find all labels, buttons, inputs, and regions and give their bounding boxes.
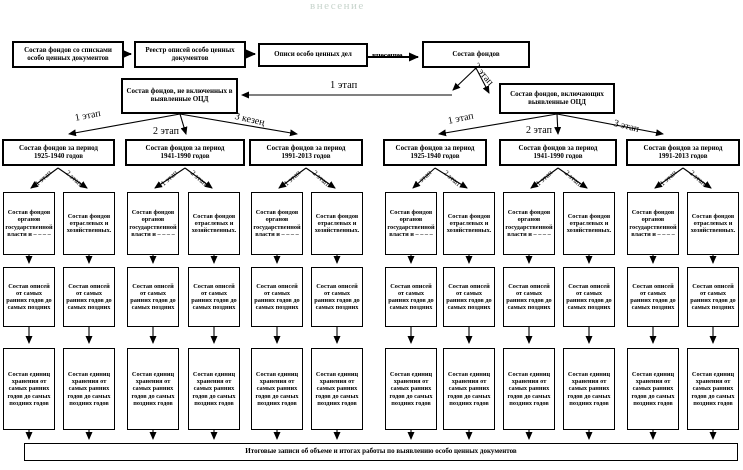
period-title: Состав фондов за период xyxy=(19,143,98,152)
box-storage-units-range: Состав единиц хранения от самых ранних г… xyxy=(687,348,739,430)
box-storage-units-range: Состав единиц хранения от самых ранних г… xyxy=(63,348,115,430)
period-years: 1925-1940 годов xyxy=(410,151,460,160)
period-title: Состав фондов за период xyxy=(643,143,723,152)
period-title: Состав фондов за период xyxy=(145,143,225,152)
box-gov-bodies: Состав фондов органов государственной вл… xyxy=(627,192,679,255)
box-storage-units-range: Состав единиц хранения от самых ранних г… xyxy=(503,348,555,430)
detail-column: Состав фондов органов государственной вл… xyxy=(251,192,303,430)
box-branch-economic: Состав фондов отраслевых и хозяйственных… xyxy=(443,192,495,255)
pair-stage-1-label: 1 этап xyxy=(281,168,303,188)
box-inventories-range: Состав описей от самых ранних годов до с… xyxy=(3,267,55,327)
detail-column: Состав фондов органов государственной вл… xyxy=(627,192,679,430)
stage-label-2-right-fan: 2 этап xyxy=(526,125,552,136)
box-storage-units-range: Состав единиц хранения от самых ранних г… xyxy=(311,348,363,430)
detail-column: Состав фондов отраслевых и хозяйственных… xyxy=(443,192,495,430)
period-box-1991-right: Состав фондов за период 1991-2013 годов xyxy=(626,139,740,166)
detail-column: Состав фондов органов государственной вл… xyxy=(3,192,55,430)
box-not-included-ocd: Состав фондов, не включенных в выявленны… xyxy=(121,78,238,114)
pair-stage-2-label: 2 этап xyxy=(441,168,463,188)
box-storage-units-range: Состав единиц хранения от самых ранних г… xyxy=(563,348,615,430)
box-inventories-range: Состав описей от самых ранних годов до с… xyxy=(311,267,363,327)
box-inventories-range: Состав описей от самых ранних годов до с… xyxy=(443,267,495,327)
period-title: Состав фондов за период xyxy=(395,143,475,152)
period-years: 1991-2013 годов xyxy=(281,151,331,160)
box-branch-economic: Состав фондов отраслевых и хозяйственных… xyxy=(311,192,363,255)
box-storage-units-range: Состав единиц хранения от самых ранних г… xyxy=(627,348,679,430)
stage-label-1-top: 1 этап xyxy=(330,80,358,91)
box-branch-economic: Состав фондов отраслевых и хозяйственных… xyxy=(188,192,240,255)
box-storage-units-range: Состав единиц хранения от самых ранних г… xyxy=(385,348,437,430)
period-years: 1941-1990 годов xyxy=(160,151,210,160)
period-box-1941-left: Состав фондов за период 1941-1990 годов xyxy=(125,139,245,166)
pair-stage-1-label: 1 этап xyxy=(32,168,54,188)
detail-column: Состав фондов отраслевых и хозяйственных… xyxy=(63,192,115,430)
period-years: 1941-1990 годов xyxy=(533,151,583,160)
pair-stage-1-label: 1 этап xyxy=(657,168,679,188)
insert-arrow-label: внесение xyxy=(372,51,403,60)
box-storage-units-range: Состав единиц хранения от самых ранних г… xyxy=(443,348,495,430)
pair-stage-2-label: 2 этап xyxy=(687,168,709,188)
detail-column: Состав фондов отраслевых и хозяйственных… xyxy=(687,192,739,430)
box-gov-bodies: Состав фондов органов государственной вл… xyxy=(503,192,555,255)
detail-column: Состав фондов органов государственной вл… xyxy=(127,192,179,430)
box-branch-economic: Состав фондов отраслевых и хозяйственных… xyxy=(563,192,615,255)
box-inventories-range: Состав описей от самых ранних годов до с… xyxy=(503,267,555,327)
period-box-1991-left: Состав фондов за период 1991-2013 годов xyxy=(249,139,363,166)
box-gov-bodies: Состав фондов органов государственной вл… xyxy=(3,192,55,255)
box-fond-lists: Состав фондов со списками особо ценных д… xyxy=(12,41,124,68)
box-inventories-range: Состав описей от самых ранних годов до с… xyxy=(188,267,240,327)
detail-column: Состав фондов отраслевых и хозяйственных… xyxy=(188,192,240,430)
stage-label-3-right-fan: 3 этап xyxy=(612,118,641,135)
box-register: Реестр описей особо ценных документов xyxy=(134,41,246,68)
box-inventories-range: Состав описей от самых ранних годов до с… xyxy=(385,267,437,327)
box-gov-bodies: Состав фондов органов государственной вл… xyxy=(385,192,437,255)
box-inventories-range: Состав описей от самых ранних годов до с… xyxy=(687,267,739,327)
detail-column: Состав фондов органов государственной вл… xyxy=(385,192,437,430)
period-box-1925-left: Состав фондов за период 1925-1940 годов xyxy=(2,139,115,166)
box-inventories: Описи особо ценных дел xyxy=(258,43,368,67)
pair-stage-2-label: 2 этап xyxy=(63,168,85,188)
pair-stage-1-label: 1 этап xyxy=(158,168,180,188)
pair-stage-2-label: 2 этап xyxy=(562,168,584,188)
box-storage-units-range: Состав единиц хранения от самых ранних г… xyxy=(251,348,303,430)
pair-stage-1-label: 1 этап xyxy=(533,168,555,188)
box-inventories-range: Состав описей от самых ранних годов до с… xyxy=(127,267,179,327)
box-fonds: Состав фондов xyxy=(422,41,530,68)
box-gov-bodies: Состав фондов органов государственной вл… xyxy=(251,192,303,255)
period-title: Состав фондов за период xyxy=(266,143,346,152)
box-inventories-range: Состав описей от самых ранних годов до с… xyxy=(627,267,679,327)
box-storage-units-range: Состав единиц хранения от самых ранних г… xyxy=(127,348,179,430)
detail-column: Состав фондов органов государственной вл… xyxy=(503,192,555,430)
period-years: 1925-1940 годов xyxy=(33,151,84,160)
stage-label-1-right-fan: 1 этап xyxy=(447,110,475,127)
period-box-1941-right: Состав фондов за период 1941-1990 годов xyxy=(499,139,617,166)
box-inventories-range: Состав описей от самых ранних годов до с… xyxy=(563,267,615,327)
detail-column: Состав фондов отраслевых и хозяйственных… xyxy=(563,192,615,430)
watermark-text: внесение xyxy=(310,0,365,12)
pair-stage-2-label: 2 этап xyxy=(188,168,210,188)
pair-stage-2-label: 2 этап xyxy=(310,168,332,188)
stage-label-3-kezen-left-fan: 3 кезең xyxy=(233,111,266,129)
box-branch-economic: Состав фондов отраслевых и хозяйственных… xyxy=(63,192,115,255)
summary-bar: Итоговые записи об объеме и итогах работ… xyxy=(24,443,738,461)
period-title: Состав фондов за период xyxy=(518,143,598,152)
box-inventories-range: Состав описей от самых ранних годов до с… xyxy=(63,267,115,327)
stage-label-2-left-fan: 2 этап xyxy=(153,126,179,137)
period-box-1925-right: Состав фондов за период 1925-1940 годов xyxy=(383,139,487,166)
box-included-ocd: Состав фондов, включающих выявленные ОЦД xyxy=(499,83,615,114)
box-branch-economic: Состав фондов отраслевых и хозяйственных… xyxy=(687,192,739,255)
box-inventories-range: Состав описей от самых ранних годов до с… xyxy=(251,267,303,327)
box-storage-units-range: Состав единиц хранения от самых ранних г… xyxy=(3,348,55,430)
stage-label-1-left-fan: 1 этап xyxy=(74,108,102,124)
pair-stage-1-label: 1 этап xyxy=(412,168,434,188)
period-years: 1991-2013 годов xyxy=(658,151,708,160)
detail-column: Состав фондов отраслевых и хозяйственных… xyxy=(311,192,363,430)
box-gov-bodies: Состав фондов органов государственной вл… xyxy=(127,192,179,255)
box-storage-units-range: Состав единиц хранения от самых ранних г… xyxy=(188,348,240,430)
